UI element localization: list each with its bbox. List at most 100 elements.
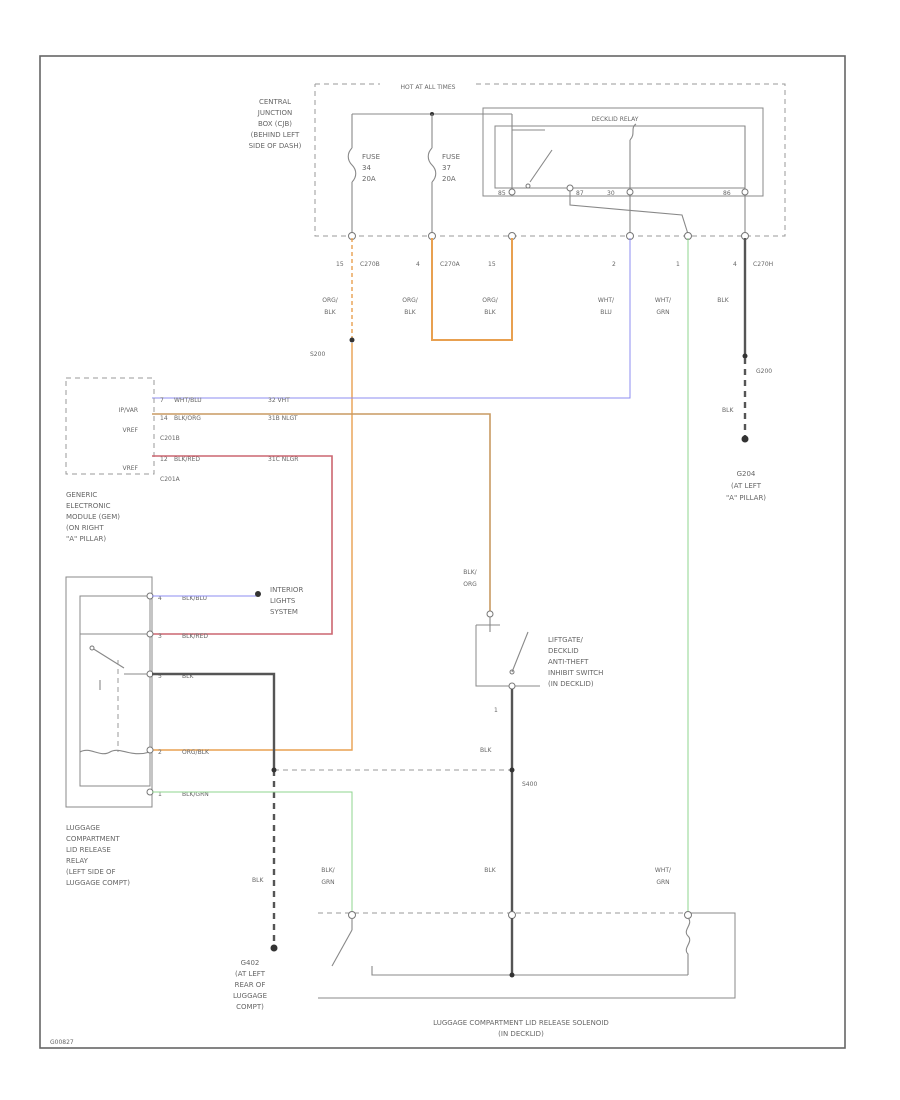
luggage-relay-box xyxy=(65,576,153,808)
svg-text:BLK/: BLK/ xyxy=(321,867,335,874)
svg-text:14: 14 xyxy=(160,415,168,422)
svg-text:30: 30 xyxy=(607,190,615,197)
wire-blk-relay-ground xyxy=(152,672,276,770)
svg-text:DECKLID: DECKLID xyxy=(548,647,579,655)
svg-text:31C NLGR: 31C NLGR xyxy=(268,456,298,463)
svg-text:ORG/BLK: ORG/BLK xyxy=(182,749,210,756)
svg-text:LIFTGATE/: LIFTGATE/ xyxy=(548,636,584,644)
release-solenoid xyxy=(318,911,736,999)
svg-text:BLK/: BLK/ xyxy=(463,569,477,576)
svg-text:VREF: VREF xyxy=(122,465,138,472)
svg-text:4: 4 xyxy=(416,261,420,268)
svg-text:15: 15 xyxy=(488,261,496,268)
svg-text:G402: G402 xyxy=(241,959,260,967)
cjb-boundary-top-right xyxy=(314,83,786,237)
wire-blk-grn xyxy=(152,791,353,912)
svg-text:GRN: GRN xyxy=(321,879,334,886)
decklid-relay: DECKLID RELAY 85 87 30 86 xyxy=(482,107,764,235)
splice-s400-dot xyxy=(509,767,515,773)
svg-text:LUGGAGE: LUGGAGE xyxy=(66,824,100,832)
svg-text:LUGGAGE COMPARTMENT LID RELEAS: LUGGAGE COMPARTMENT LID RELEASE SOLENOID xyxy=(433,1019,609,1027)
svg-text:WHT/: WHT/ xyxy=(655,297,672,304)
ground-g204-dot xyxy=(741,435,749,443)
svg-text:LUGGAGE: LUGGAGE xyxy=(233,992,267,1000)
gem-label: GENERIC ELECTRONIC MODULE (GEM) (ON RIGH… xyxy=(66,491,120,543)
svg-text:REAR OF: REAR OF xyxy=(235,981,266,989)
svg-text:CENTRAL: CENTRAL xyxy=(259,98,291,106)
svg-text:WHT/: WHT/ xyxy=(598,297,615,304)
svg-text:FUSE: FUSE xyxy=(442,153,460,161)
svg-text:SIDE OF DASH): SIDE OF DASH) xyxy=(249,142,302,150)
g402-label: G402 (AT LEFT REAR OF LUGGAGE COMPT) xyxy=(233,959,267,1011)
svg-text:GRN: GRN xyxy=(656,879,669,886)
svg-text:COMPT): COMPT) xyxy=(236,1003,264,1011)
svg-text:BOX (CJB): BOX (CJB) xyxy=(258,120,292,128)
svg-text:C270A: C270A xyxy=(440,261,461,268)
svg-text:"A" PILLAR): "A" PILLAR) xyxy=(726,494,766,502)
gem-module-box xyxy=(65,377,155,475)
svg-text:1: 1 xyxy=(494,707,498,714)
svg-text:(ON RIGHT: (ON RIGHT xyxy=(66,524,104,532)
svg-text:BLK: BLK xyxy=(182,673,194,680)
ground-g402-dot xyxy=(270,944,278,952)
svg-text:BLK: BLK xyxy=(717,297,729,304)
svg-text:5: 5 xyxy=(158,673,162,680)
svg-text:BLK/RED: BLK/RED xyxy=(182,633,208,640)
svg-text:BLK: BLK xyxy=(404,309,416,316)
svg-text:20A: 20A xyxy=(442,175,456,183)
bond-dot-left xyxy=(271,767,277,773)
gem-pins: IP/VAR VREF VREF 7 14 12 WHT/BLU BLK/ORG… xyxy=(119,397,299,483)
luggage-relay-label: LUGGAGE COMPARTMENT LID RELEASE RELAY (L… xyxy=(66,824,130,887)
switch-wire-color: BLK xyxy=(480,747,492,754)
svg-text:4: 4 xyxy=(733,261,737,268)
svg-text:C201B: C201B xyxy=(160,435,180,442)
svg-text:15: 15 xyxy=(336,261,344,268)
svg-text:SYSTEM: SYSTEM xyxy=(270,608,298,616)
svg-text:INTERIOR: INTERIOR xyxy=(270,586,303,594)
svg-text:BLK/ORG: BLK/ORG xyxy=(174,415,201,422)
interior-lights-label: INTERIOR LIGHTS SYSTEM xyxy=(270,586,303,616)
wire-color-labels-bottom: BLK/ GRN BLK WHT/ GRN xyxy=(321,867,672,886)
svg-text:86: 86 xyxy=(723,190,731,197)
svg-text:BLK: BLK xyxy=(324,309,336,316)
svg-text:BLK: BLK xyxy=(484,309,496,316)
svg-text:C270B: C270B xyxy=(360,261,380,268)
luggage-relay-inner xyxy=(79,595,151,787)
svg-text:JUNCTION: JUNCTION xyxy=(257,109,292,117)
svg-text:"A" PILLAR): "A" PILLAR) xyxy=(66,535,106,543)
svg-text:1: 1 xyxy=(676,261,680,268)
svg-text:BLK/RED: BLK/RED xyxy=(174,456,200,463)
svg-text:1: 1 xyxy=(158,791,162,798)
splice-g200-dot xyxy=(742,353,748,359)
svg-text:3: 3 xyxy=(158,633,162,640)
svg-text:4: 4 xyxy=(158,595,162,602)
svg-text:WHT/: WHT/ xyxy=(655,867,672,874)
svg-text:87: 87 xyxy=(576,190,584,197)
svg-text:BLK: BLK xyxy=(484,867,496,874)
svg-text:DECKLID RELAY: DECKLID RELAY xyxy=(592,116,639,123)
diagram-code: G00827 xyxy=(50,1039,74,1046)
splice-g200: G200 xyxy=(756,368,772,375)
c270-connector-pins xyxy=(348,232,749,240)
svg-text:LUGGAGE COMPT): LUGGAGE COMPT) xyxy=(66,879,130,887)
svg-text:ORG/: ORG/ xyxy=(322,297,339,304)
svg-text:GENERIC: GENERIC xyxy=(66,491,97,499)
g402-wire-color: BLK xyxy=(252,877,264,884)
svg-text:WHT/BLU: WHT/BLU xyxy=(174,397,202,404)
splice-s200-dot xyxy=(349,337,355,343)
solenoid-label: LUGGAGE COMPARTMENT LID RELEASE SOLENOID… xyxy=(433,1019,609,1038)
liftgate-switch-label: LIFTGATE/ DECKLID ANTI-THEFT INHIBIT SWI… xyxy=(548,636,603,688)
svg-text:ELECTRONIC: ELECTRONIC xyxy=(66,502,111,510)
svg-text:(AT LEFT: (AT LEFT xyxy=(235,970,266,978)
svg-text:2: 2 xyxy=(158,749,162,756)
svg-text:ORG/: ORG/ xyxy=(482,297,499,304)
svg-text:(AT LEFT: (AT LEFT xyxy=(731,482,762,490)
splice-s400: S400 xyxy=(522,781,537,788)
wire-blk-org xyxy=(152,413,491,612)
svg-text:37: 37 xyxy=(442,164,451,172)
svg-text:VREF: VREF xyxy=(122,427,138,434)
svg-text:BLK/BLU: BLK/BLU xyxy=(182,595,207,602)
svg-text:RELAY: RELAY xyxy=(66,857,89,865)
svg-text:COMPARTMENT: COMPARTMENT xyxy=(66,835,120,843)
